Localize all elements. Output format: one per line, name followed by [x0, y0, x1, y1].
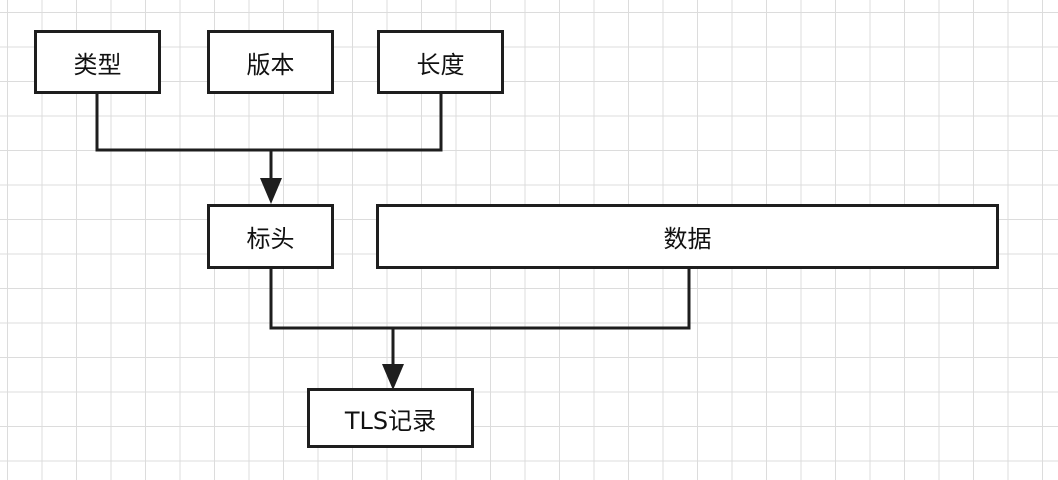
- node-data-label: 数据: [663, 225, 712, 253]
- arrowhead-header: [260, 178, 282, 204]
- node-length-label: 长度: [416, 50, 465, 79]
- node-tls-record: TLS记录: [307, 388, 474, 448]
- connector-header-data-to-record: [269, 268, 691, 330]
- node-header: 标头: [207, 204, 334, 269]
- node-type-label: 类型: [73, 50, 122, 79]
- node-tls-record-label: TLS记录: [344, 406, 437, 435]
- node-data: 数据: [376, 204, 999, 269]
- connector-type-length-to-header: [95, 93, 443, 152]
- node-length: 长度: [377, 30, 504, 94]
- node-header-label: 标头: [246, 225, 295, 253]
- arrowhead-record: [382, 364, 404, 390]
- node-type: 类型: [34, 30, 161, 94]
- node-version-label: 版本: [246, 50, 295, 79]
- node-version: 版本: [207, 30, 334, 94]
